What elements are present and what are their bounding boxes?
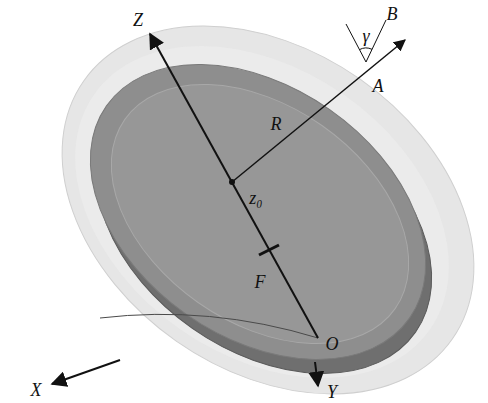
radius-label: R xyxy=(271,115,282,133)
z-axis xyxy=(150,34,318,338)
angle-label: γ xyxy=(362,27,369,45)
ellipsoid-shade xyxy=(12,0,488,403)
origin-label: O xyxy=(326,335,339,353)
axis-label: Y xyxy=(327,383,337,401)
position-label: z₀ xyxy=(249,189,262,207)
x-axis xyxy=(52,360,120,384)
focus-tick xyxy=(259,245,279,255)
point-label: B xyxy=(387,5,398,23)
disk-face xyxy=(35,3,481,403)
axis-label: Z xyxy=(133,11,143,29)
focus-label: F xyxy=(255,273,266,291)
surface-curve xyxy=(100,314,318,338)
axis-label: X xyxy=(31,381,42,399)
disk-inner-ring xyxy=(63,31,457,397)
angle-arc xyxy=(360,48,373,50)
point-label: A xyxy=(373,77,384,95)
radius-arrow xyxy=(232,40,405,182)
y-axis xyxy=(315,362,318,386)
